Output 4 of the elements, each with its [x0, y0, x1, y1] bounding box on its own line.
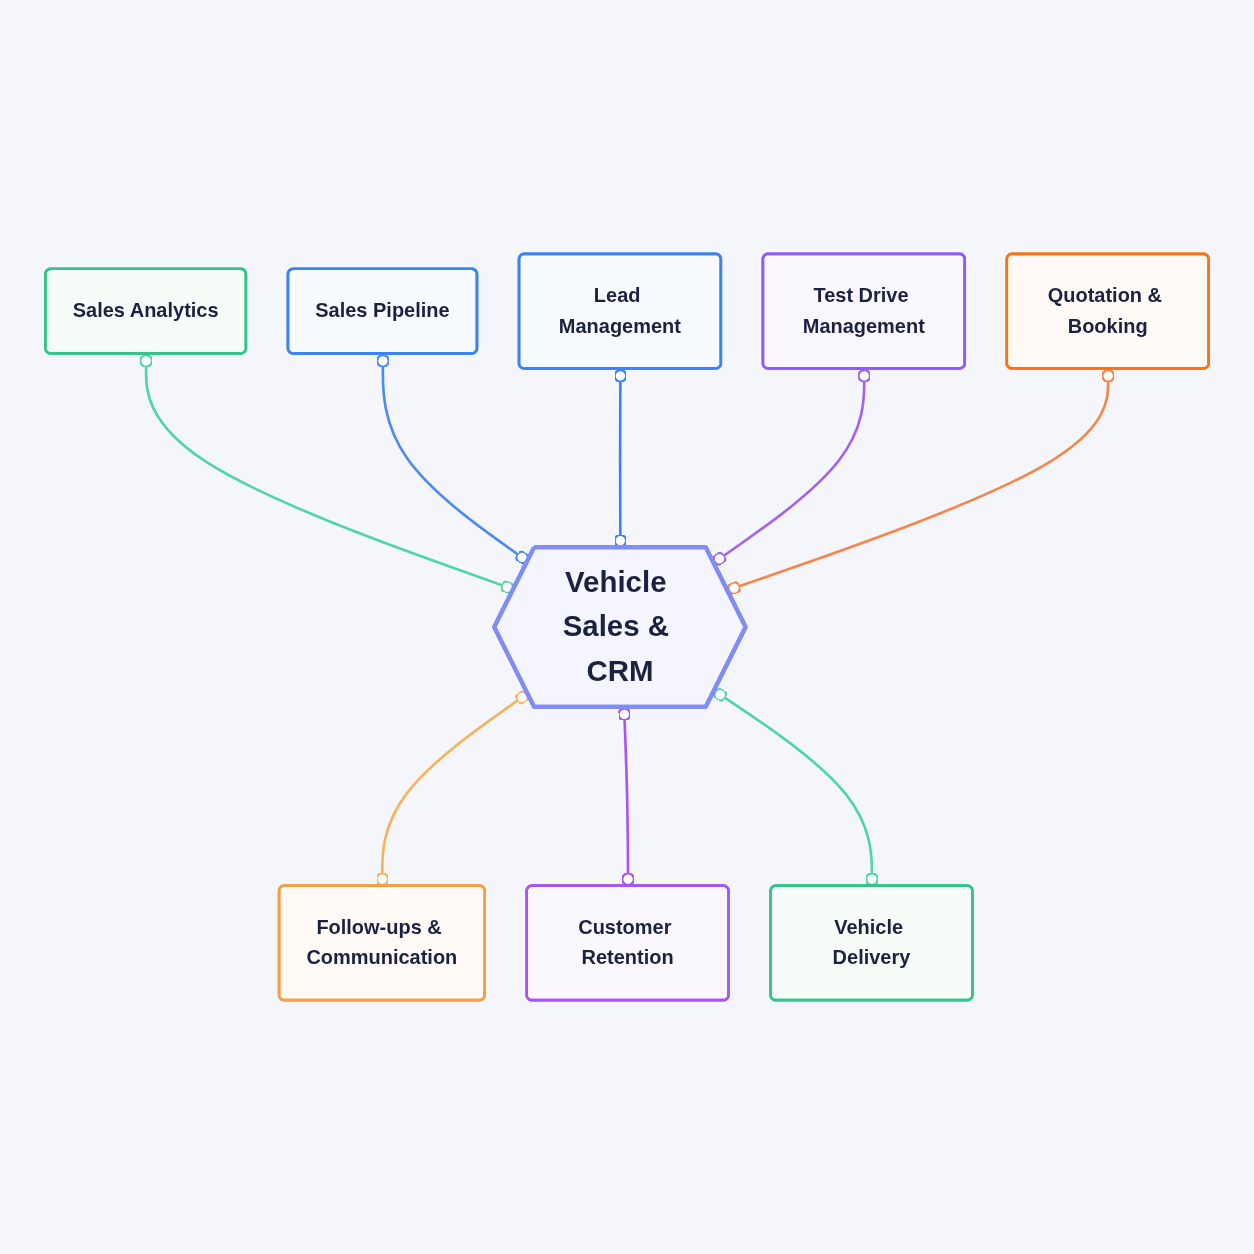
connector — [376, 353, 530, 565]
connector — [727, 368, 1116, 595]
connector — [139, 353, 515, 595]
connector — [712, 368, 872, 566]
